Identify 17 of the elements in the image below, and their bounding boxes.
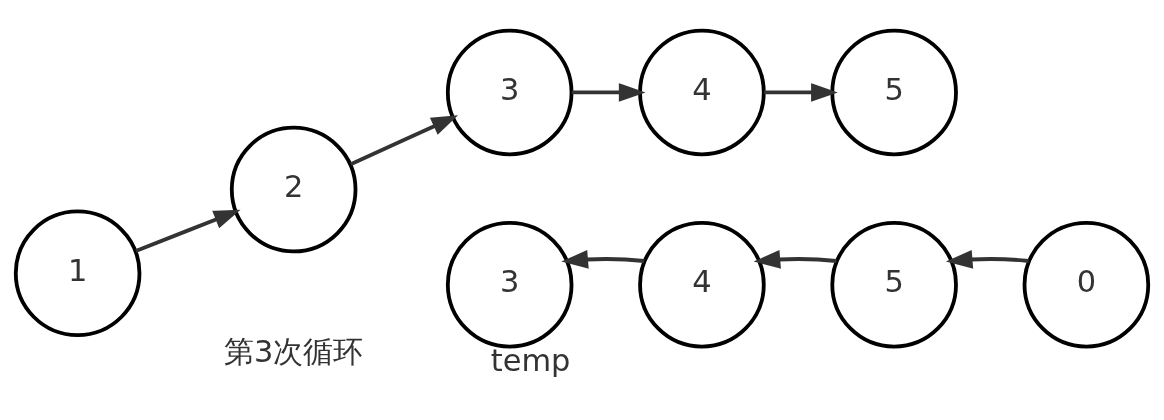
node-circle: 3: [445, 220, 574, 349]
node-circle: 3: [445, 28, 574, 157]
arrow: [763, 83, 838, 102]
arrow: [945, 250, 1029, 269]
node-circle: 4: [638, 220, 766, 349]
label: 第3次循环: [223, 334, 364, 370]
arrow: [571, 83, 646, 102]
node-circle: 5: [830, 28, 958, 157]
node-circle: 2: [229, 125, 358, 254]
arrow: [753, 250, 837, 269]
arrow: [561, 250, 645, 269]
node-circle: 0: [1022, 220, 1151, 349]
node-circle: 1: [13, 209, 142, 338]
node-circle: 4: [638, 28, 766, 157]
arrow: [135, 209, 241, 253]
arrow: [349, 115, 459, 166]
node-circle: 5: [830, 220, 958, 349]
